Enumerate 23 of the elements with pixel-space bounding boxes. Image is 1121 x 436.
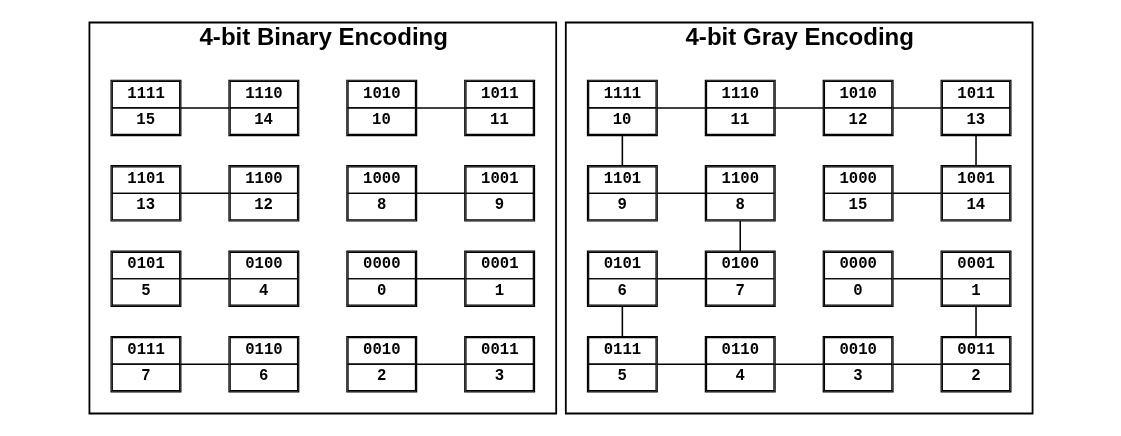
connector: [415, 363, 466, 365]
connector: [974, 134, 977, 167]
connector: [621, 305, 623, 338]
connector: [179, 107, 230, 109]
connector: [179, 363, 230, 365]
connector: [974, 305, 977, 338]
connector: [621, 134, 623, 167]
connector: [655, 107, 706, 109]
connector: [655, 192, 706, 195]
connector: [891, 277, 942, 280]
connector: [773, 363, 824, 365]
connector: [655, 363, 706, 365]
connector: [891, 107, 942, 109]
connector: [179, 277, 230, 280]
connector: [179, 192, 230, 195]
connector: [891, 363, 942, 365]
connector: [415, 192, 466, 195]
connector: [655, 277, 706, 280]
connector: [415, 107, 466, 109]
connector: [891, 192, 942, 195]
connector: [415, 277, 466, 280]
connector: [773, 107, 824, 109]
connector: [738, 220, 741, 252]
